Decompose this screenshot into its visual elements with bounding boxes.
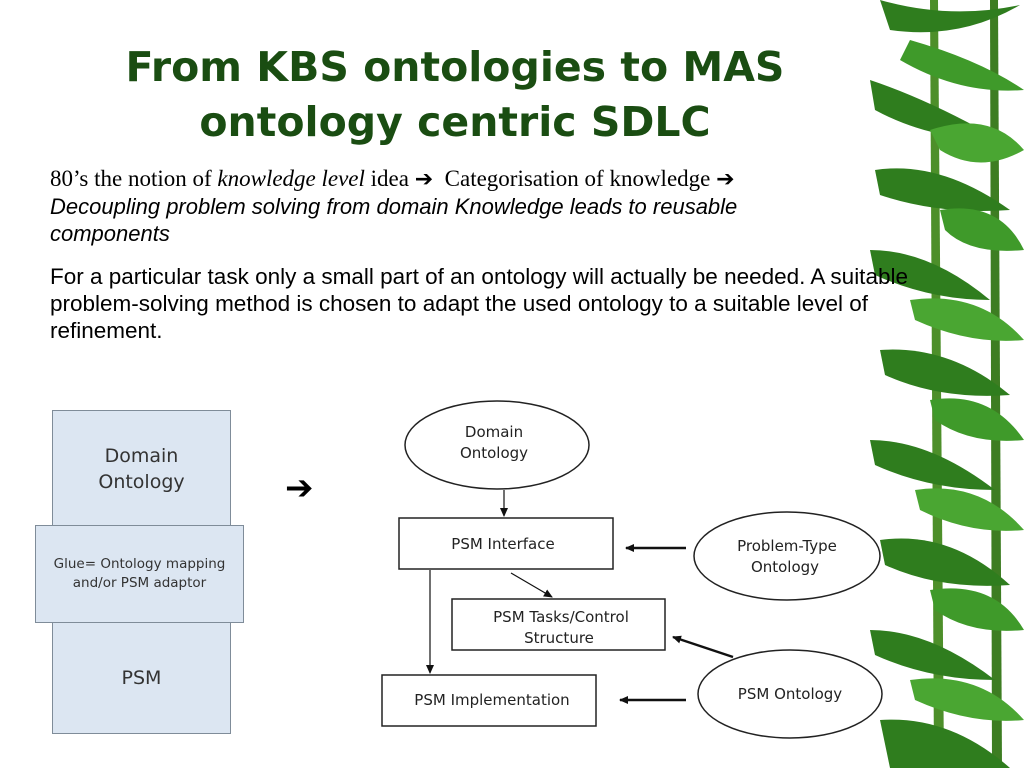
domain-ontology-layer: Domain Ontology bbox=[52, 410, 231, 527]
psm-interface-node bbox=[398, 517, 614, 570]
problem-type-ontology-node bbox=[693, 511, 881, 601]
problem-type-line2: Ontology bbox=[751, 558, 819, 576]
glue-line2: and/or PSM adaptor bbox=[72, 575, 207, 591]
psm-layer: PSM bbox=[52, 622, 231, 734]
psm-tasks-line1: PSM Tasks/Control bbox=[493, 608, 629, 626]
psm-interface-label: PSM Interface bbox=[451, 535, 554, 553]
edge-psm-ontology-to-tasks bbox=[672, 635, 734, 659]
arrow-right-icon: ➔ bbox=[716, 167, 735, 192]
glue-layer: Glue= Ontology mapping and/or PSM adapto… bbox=[35, 525, 244, 623]
edge-interface-to-tasks bbox=[510, 572, 553, 598]
paragraph-knowledge-level: 80’s the notion of knowledge level idea … bbox=[50, 165, 910, 247]
domain-ontology-node bbox=[404, 400, 590, 490]
psm-implementation-label: PSM Implementation bbox=[414, 691, 569, 709]
para1-pre: 80’s the notion of bbox=[50, 166, 218, 191]
psm-tasks-line2: Structure bbox=[524, 629, 594, 647]
para1-decoupling: Decoupling problem solving from domain K… bbox=[50, 194, 738, 246]
problem-type-line1: Problem-Type bbox=[737, 537, 837, 555]
domain-layer-line1: Domain bbox=[104, 444, 179, 467]
para1-categorisation: Categorisation of knowledge bbox=[433, 166, 717, 191]
transition-arrow-icon: ➔ bbox=[285, 468, 314, 508]
para1-mid: idea bbox=[364, 166, 415, 191]
psm-implementation-node bbox=[381, 674, 597, 727]
title-line-2: ontology centric SDLC bbox=[199, 98, 711, 146]
paragraph-task-ontology: For a particular task only a small part … bbox=[50, 264, 908, 343]
psm-ontology-label: PSM Ontology bbox=[738, 685, 843, 703]
para1-italic: knowledge level bbox=[217, 166, 365, 191]
slide-title: From KBS ontologies to MAS ontology cent… bbox=[40, 40, 870, 150]
psm-tasks-node bbox=[451, 598, 666, 651]
domain-ontology-line1: Domain bbox=[465, 423, 523, 441]
psm-ontology-node bbox=[697, 649, 883, 739]
psm-layer-label: PSM bbox=[121, 667, 162, 689]
glue-line1: Glue= Ontology mapping bbox=[53, 556, 226, 572]
arrow-right-icon: ➔ bbox=[414, 167, 434, 192]
bamboo-decoration bbox=[870, 0, 1024, 768]
title-line-1: From KBS ontologies to MAS bbox=[125, 43, 785, 91]
domain-layer-line2: Ontology bbox=[98, 470, 185, 493]
domain-ontology-line2: Ontology bbox=[460, 444, 528, 462]
